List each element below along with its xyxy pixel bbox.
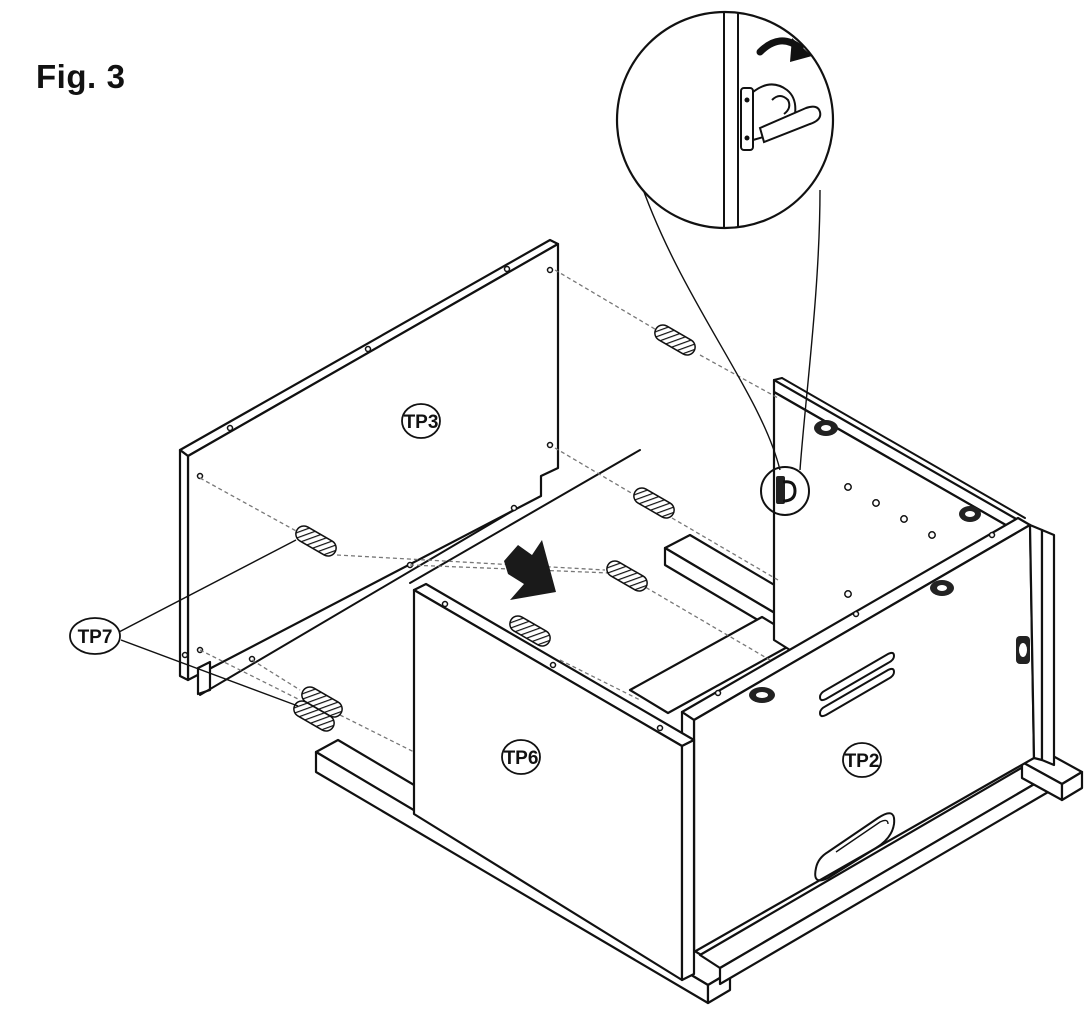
latch-icon	[930, 580, 954, 596]
figure-label: Fig.	[36, 58, 97, 95]
tp2-label: TP2	[845, 751, 880, 772]
figure-number: 3	[106, 58, 126, 95]
dowel-icon	[633, 487, 675, 519]
latch-detail-marker	[760, 466, 810, 516]
tp3-face	[186, 242, 560, 682]
handle-cutout	[814, 812, 896, 882]
hinge-latch-detail-icon	[740, 83, 822, 151]
tp7-callout: TP7	[69, 539, 299, 707]
detail-magnifier	[615, 10, 835, 471]
latch-icon	[749, 687, 775, 703]
tp6-label: TP6	[504, 748, 539, 769]
back-panel-tp3: TP3	[178, 238, 560, 696]
hinge-latch-icon	[776, 476, 797, 504]
back-right-panel	[760, 377, 1026, 652]
right-foot-side	[1060, 770, 1084, 802]
dowels	[293, 324, 696, 732]
tp6-callout-oval	[501, 739, 541, 775]
right-post-side	[1040, 528, 1056, 767]
tp7-label: TP7	[78, 627, 113, 648]
tp3-edge	[178, 448, 190, 682]
dowel-icon	[509, 615, 551, 647]
tp6-edge	[680, 738, 696, 982]
rotate-arrow-icon	[756, 37, 812, 62]
figure-title: Fig.3	[36, 58, 136, 96]
tp6-face	[412, 588, 684, 982]
latch-icon	[1016, 636, 1030, 664]
tp3-callout-oval	[401, 403, 441, 439]
latch-icon	[814, 420, 838, 436]
dowel-icon	[606, 560, 648, 592]
tp2-callout-oval	[842, 742, 882, 778]
dowel-icon	[654, 324, 696, 356]
vent-slots	[819, 651, 895, 718]
tp7-callout-oval	[69, 617, 121, 655]
latch-icon	[959, 506, 981, 522]
dowel-icon	[295, 525, 337, 557]
tp3-label: TP3	[404, 412, 439, 433]
push-direction-arrow-icon	[504, 540, 556, 600]
front-panel-tp6: TP6	[412, 582, 696, 982]
